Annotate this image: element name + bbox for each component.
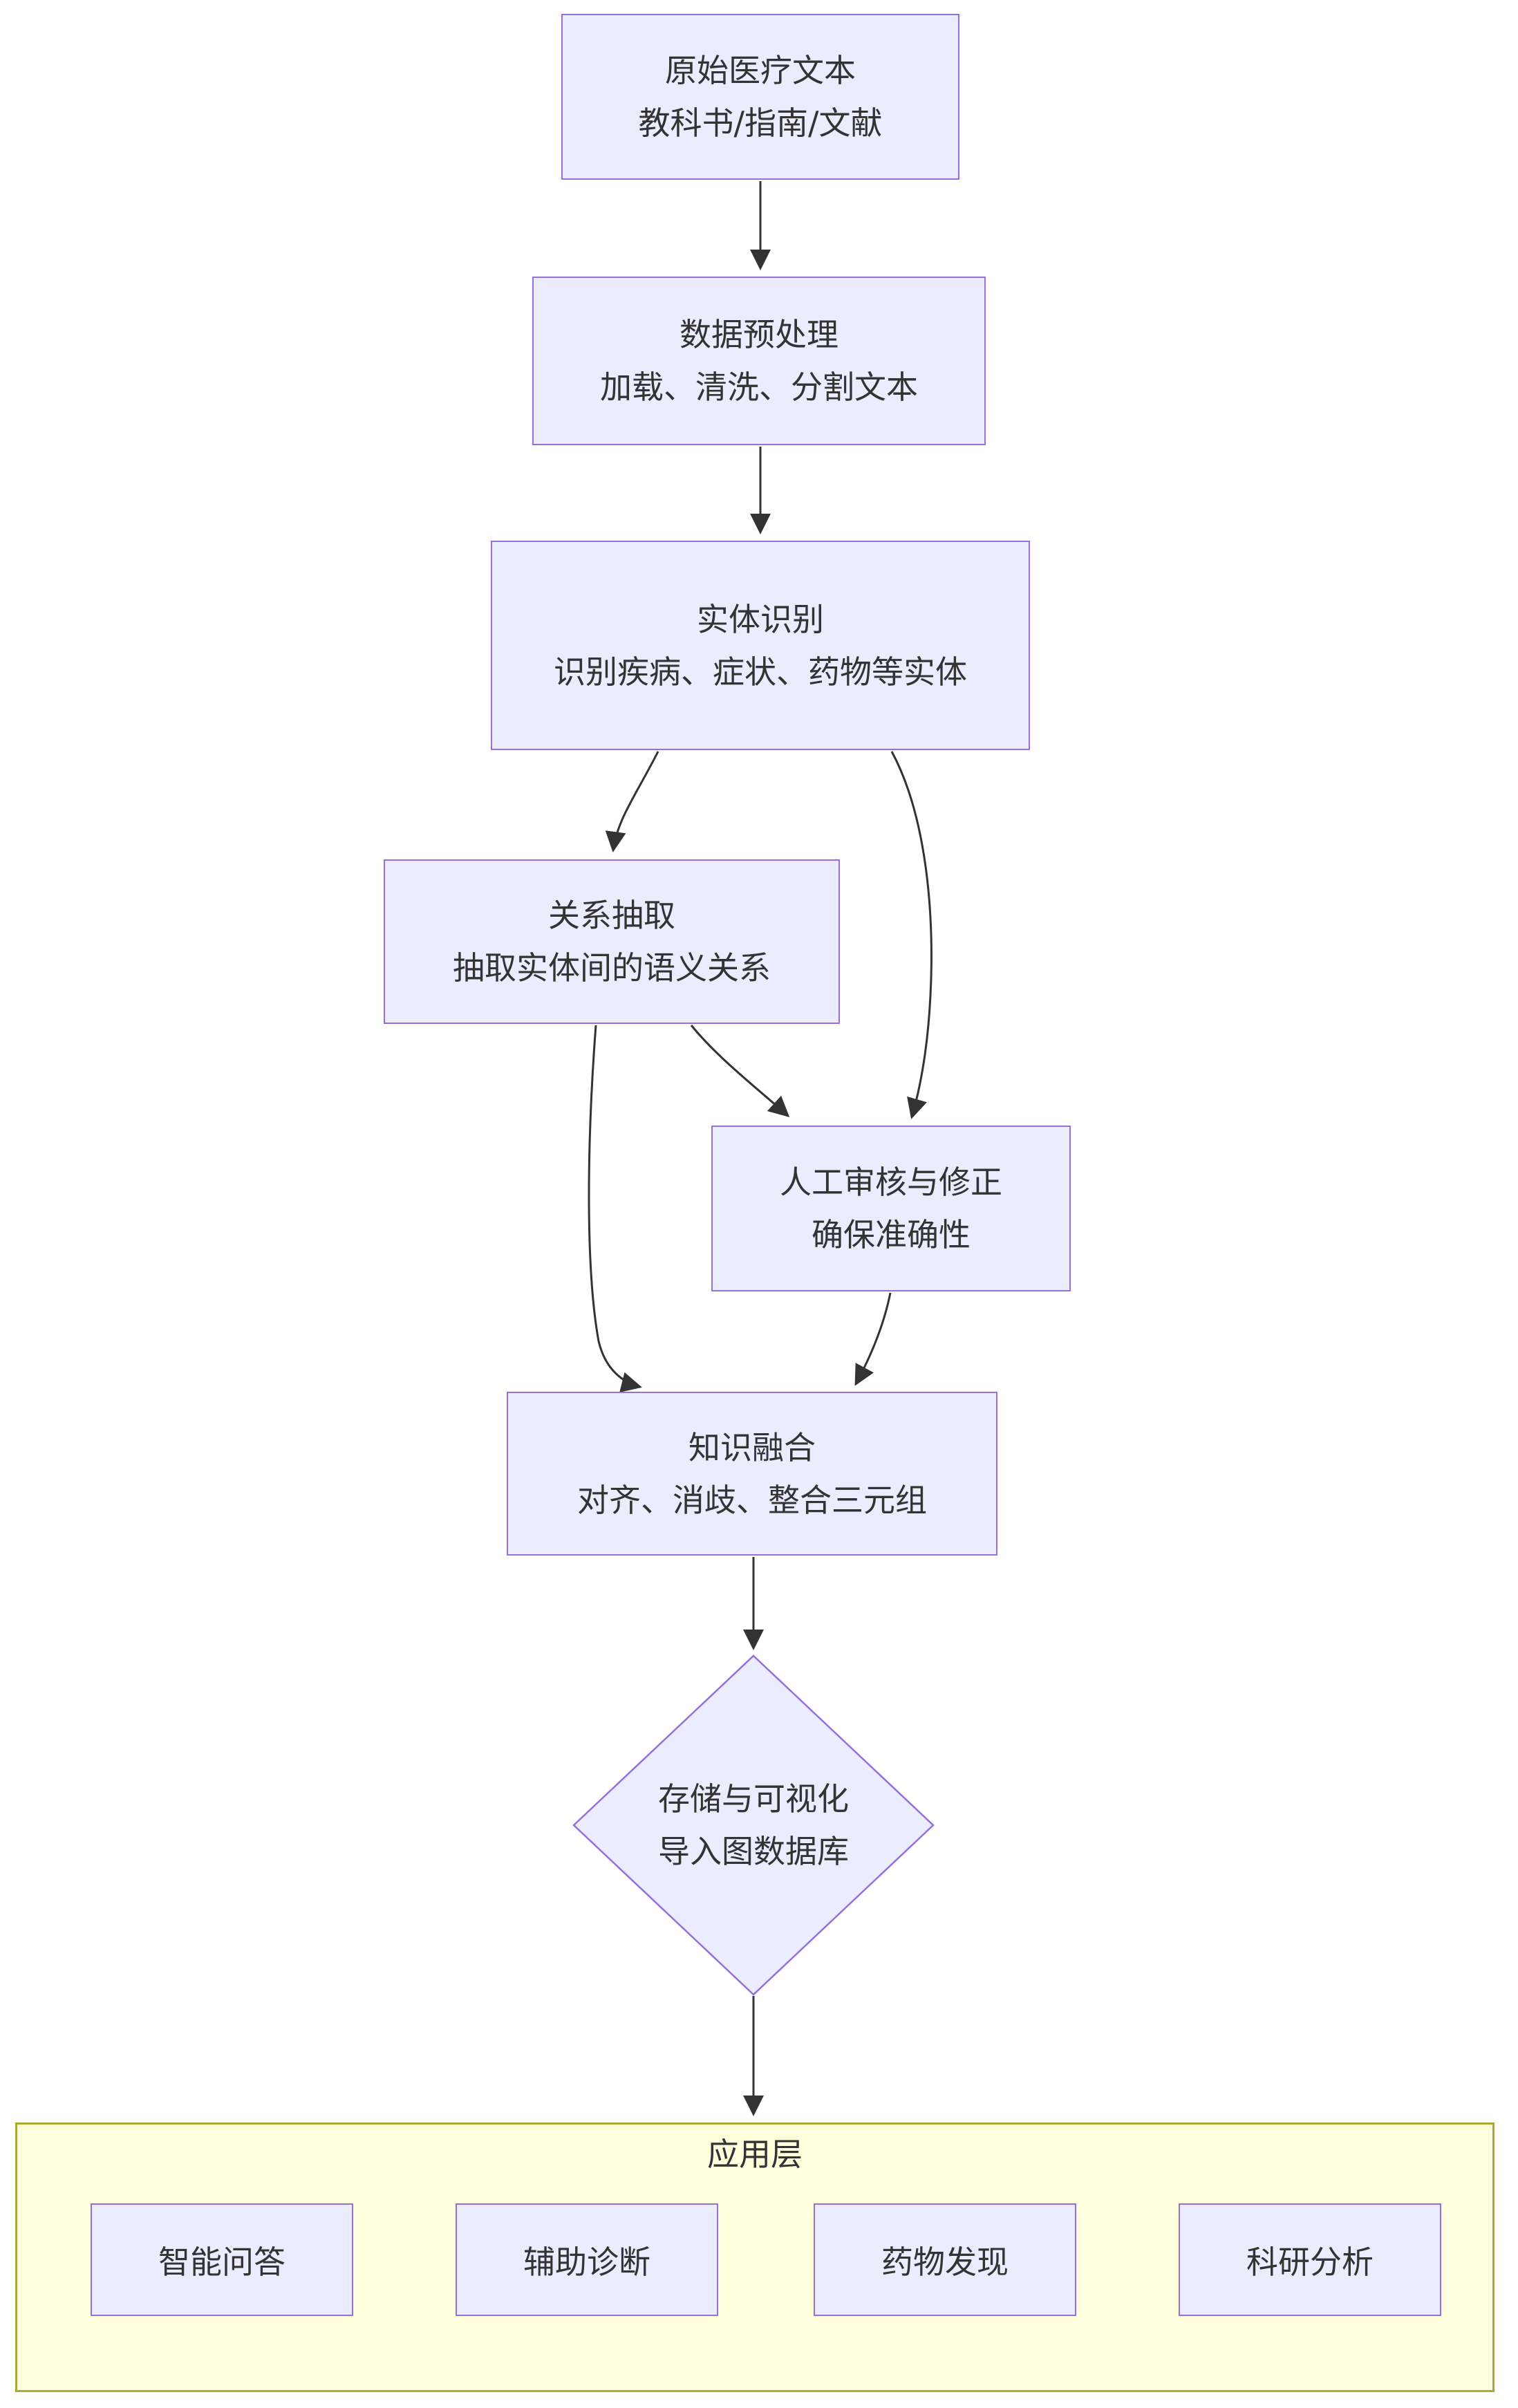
edge-ner-relation: [605, 751, 659, 852]
node-fusion-title: 知识融合: [688, 1428, 816, 1466]
app-node-research-analysis-label: 科研分析: [1246, 2243, 1374, 2281]
node-relation-extraction: 关系抽取 抽取实体间的语义关系: [384, 859, 840, 1024]
edge-review-fusion: [854, 1292, 892, 1386]
storage-diamond-shape: [572, 1654, 935, 1996]
node-fusion-subtitle: 对齐、消歧、整合三元组: [577, 1481, 927, 1519]
edge-ner-review: [890, 751, 933, 1119]
app-node-qa: 智能问答: [91, 2203, 353, 2316]
edge-relation-review: [690, 1025, 790, 1118]
app-node-diagnosis: 辅助诊断: [456, 2203, 718, 2316]
node-ner-subtitle: 识别疾病、症状、药物等实体: [554, 653, 967, 691]
node-preprocess-subtitle: 加载、清洗、分割文本: [600, 368, 918, 406]
node-source-title: 原始医疗文本: [665, 52, 856, 89]
app-node-research-analysis: 科研分析: [1179, 2203, 1441, 2316]
cluster-application-layer-label: 应用层: [707, 2136, 803, 2173]
node-storage-diamond: 存储与可视化 导入图数据库: [574, 1656, 933, 1995]
node-source-subtitle: 教科书/指南/文献: [638, 104, 883, 142]
app-node-drug-discovery: 药物发现: [814, 2203, 1076, 2316]
node-storage-subtitle: 导入图数据库: [658, 1833, 849, 1870]
edge-relation-fusion: [588, 1025, 642, 1392]
node-review-title: 人工审核与修正: [780, 1164, 1002, 1201]
cluster-application-layer: 应用层 智能问答 辅助诊断 药物发现 科研分析: [15, 2122, 1494, 2392]
app-node-qa-label: 智能问答: [158, 2243, 285, 2281]
node-relation-subtitle: 抽取实体间的语义关系: [453, 949, 771, 987]
node-review-subtitle: 确保准确性: [812, 1216, 971, 1253]
node-ner: 实体识别 识别疾病、症状、药物等实体: [491, 541, 1030, 750]
node-storage-title: 存储与可视化: [658, 1780, 849, 1818]
node-review: 人工审核与修正 确保准确性: [711, 1126, 1071, 1291]
app-node-diagnosis-label: 辅助诊断: [523, 2243, 650, 2281]
node-source: 原始医疗文本 教科书/指南/文献: [561, 14, 959, 180]
node-preprocess: 数据预处理 加载、清洗、分割文本: [532, 277, 986, 445]
node-preprocess-title: 数据预处理: [680, 316, 838, 353]
app-node-drug-discovery-label: 药物发现: [881, 2243, 1009, 2281]
node-relation-title: 关系抽取: [548, 897, 675, 934]
node-ner-title: 实体识别: [697, 600, 824, 638]
node-fusion: 知识融合 对齐、消歧、整合三元组: [507, 1392, 997, 1556]
